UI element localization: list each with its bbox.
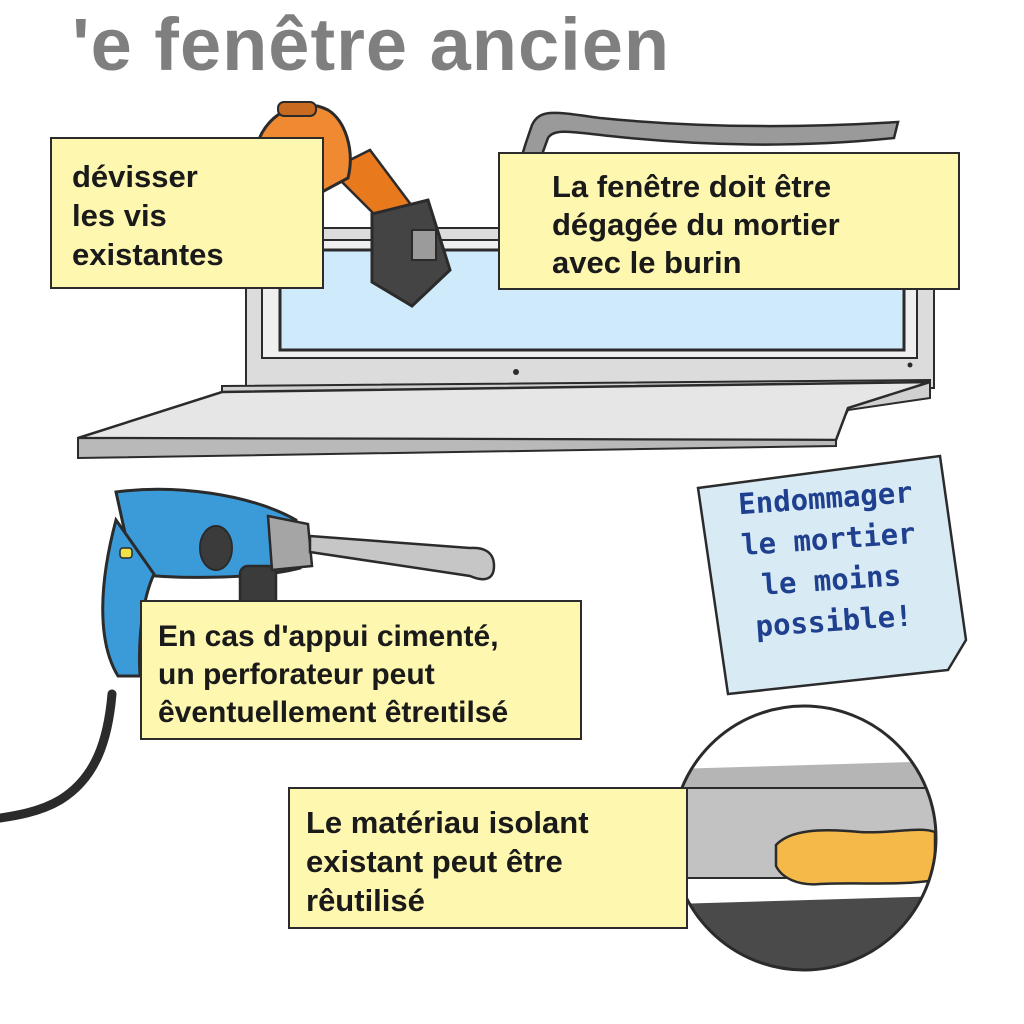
- callout-line: rêutilisé: [306, 883, 425, 918]
- callout-line: existant peut être: [306, 844, 563, 879]
- callout-line: existantes: [72, 237, 224, 272]
- hammer-drill-icon: [0, 487, 496, 823]
- callout-chisel-mortar: La fenêtre doit être dégagée du mortier …: [498, 152, 960, 290]
- callout-line: En cas d'appui cimenté,: [158, 620, 499, 653]
- callout-line: Le matériau isolant: [306, 805, 589, 840]
- sticky-note: [696, 454, 968, 696]
- chisel-icon: [498, 111, 900, 268]
- callout-hammer-drill: En cas d'appui cimenté, un perforateur p…: [140, 600, 582, 740]
- sticky-note-text: Endommager le mortier le moins possible!: [699, 470, 962, 687]
- callout-line: La fenêtre doit être: [552, 169, 832, 204]
- insulation-foam: [774, 828, 936, 886]
- callout-insulation-reuse: Le matériau isolant existant peut être r…: [288, 787, 688, 929]
- callout-unscrew-screws: dévisser les vis existantes: [50, 137, 324, 289]
- callout-line: dégagée du mortier: [552, 207, 840, 242]
- callout-line: les vis: [72, 198, 167, 233]
- callout-line: dévisser: [72, 159, 198, 194]
- callout-line: un perforateur peut: [158, 658, 435, 691]
- insulation-detail: [670, 704, 938, 972]
- window-sill: [77, 378, 931, 460]
- callout-line: êventuellement êtreıtilsé: [158, 696, 509, 729]
- page-title: 'e fenêtre ancien: [72, 3, 671, 86]
- callout-line: avec le burin: [552, 245, 742, 280]
